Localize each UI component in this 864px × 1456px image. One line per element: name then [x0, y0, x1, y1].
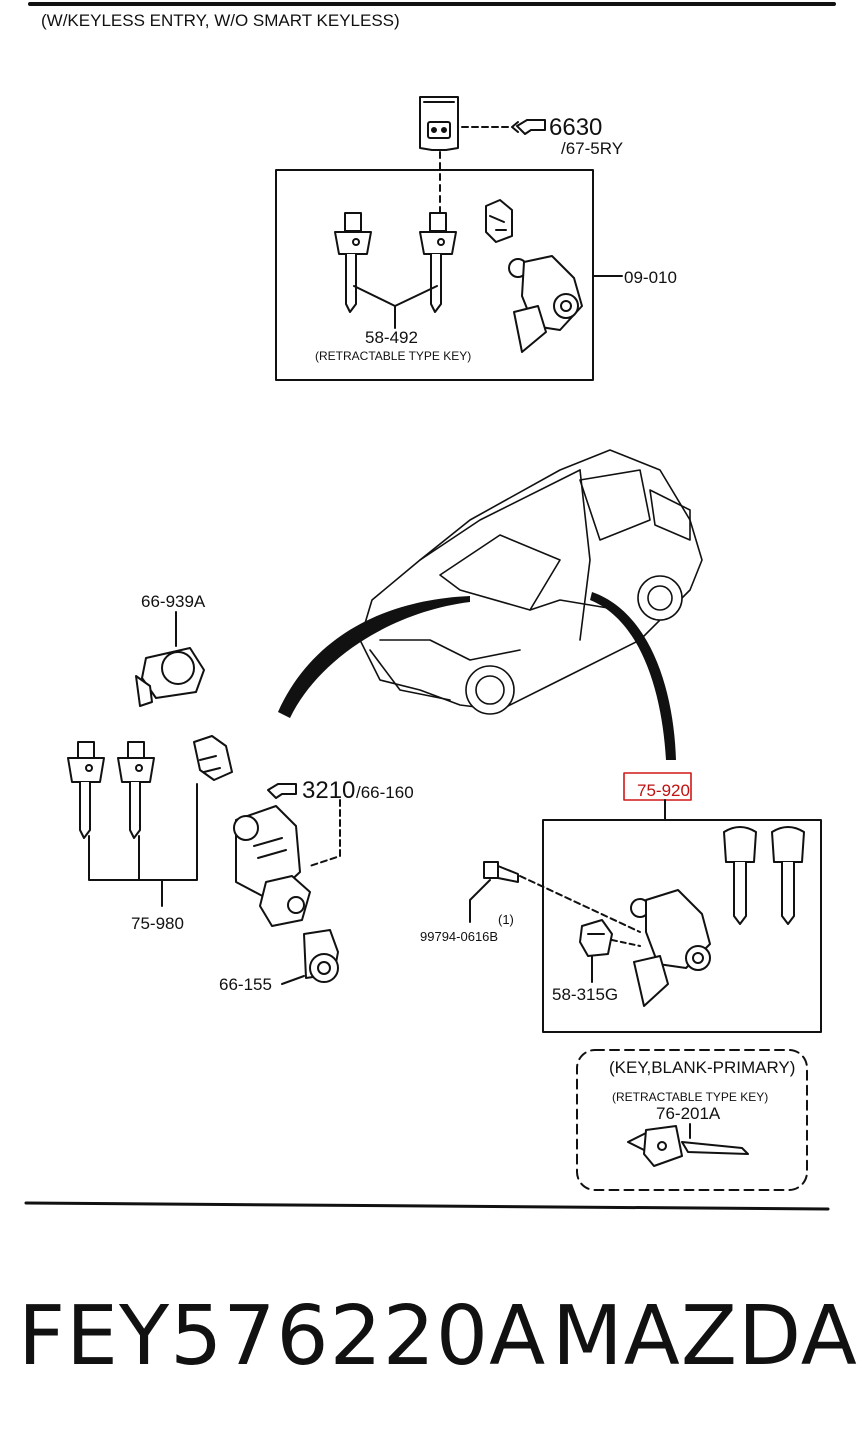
door-lock-kit-box	[542, 819, 822, 1033]
bolt-icon	[483, 861, 519, 883]
key-part-label: 58-492	[365, 328, 418, 347]
key-leader-lines	[353, 285, 438, 329]
retaining-clip-icon	[579, 919, 613, 957]
bolt-qty-label: (1)	[498, 912, 514, 927]
blank-part-label: 76-201A	[656, 1104, 721, 1123]
ignition-ring-icon	[135, 647, 205, 707]
box-part-label: 09-010	[624, 268, 677, 287]
door-callout-arrow	[590, 592, 676, 760]
keys-part-label: 75-980	[131, 914, 184, 933]
blank-key-icon	[771, 826, 805, 925]
vehicle-minivan-icon	[359, 449, 703, 715]
door-switch-icon	[485, 199, 513, 243]
switch-ref-number: 3210	[302, 777, 356, 804]
remote-ref-number: 6630	[549, 114, 603, 141]
footer-brand: MAZDA	[552, 1289, 858, 1384]
steering-lock-switch-icon	[233, 805, 311, 927]
ignition-key-icon	[67, 741, 105, 839]
kit-part-label: 75-920	[637, 781, 690, 800]
bolt-leader	[469, 879, 491, 923]
bolt-dash	[519, 875, 641, 933]
bottom-rule	[24, 1201, 830, 1211]
switch-leader	[309, 799, 341, 867]
keys-leader-lines	[88, 783, 198, 907]
blank-primary-box	[576, 1049, 808, 1191]
door-lock-cylinder-icon	[630, 889, 711, 1007]
pointing-hand-icon	[267, 783, 297, 799]
door-lock-cylinder-icon	[508, 255, 583, 353]
bolt-part-label: 99794-0616B	[420, 929, 499, 944]
cylinder-dash	[611, 939, 641, 947]
cylinder-part-label: 66-155	[219, 975, 272, 994]
retractable-blank-key-icon	[627, 1125, 749, 1167]
blank-key-icon	[723, 826, 757, 925]
switch-ref-sub: /66-160	[356, 783, 414, 802]
remote-ref-sub: /67-5RY	[561, 139, 624, 158]
ignition-key-icon	[117, 741, 155, 839]
variant-header: (W/KEYLESS ENTRY, W/O SMART KEYLESS)	[41, 11, 400, 30]
pointing-hand-icon	[516, 119, 546, 135]
key-switch-bulb-icon	[193, 735, 233, 781]
clip-part-label: 58-315G	[552, 985, 619, 1004]
remote-transmitter-icon	[419, 96, 459, 151]
remote-arrow-icon	[511, 121, 519, 133]
retractable-key-icon	[419, 212, 457, 313]
key-note-label: (RETRACTABLE TYPE KEY)	[315, 349, 472, 363]
ignition-callout-arrow	[278, 596, 470, 718]
footer-part-number: FEY576220A	[18, 1289, 547, 1384]
ring-part-label: 66-939A	[141, 592, 206, 611]
blank-note-label: (RETRACTABLE TYPE KEY)	[612, 1090, 769, 1104]
ignition-cylinder-icon	[303, 929, 339, 983]
cylinder-leader	[281, 975, 305, 985]
retractable-key-icon	[334, 212, 372, 313]
blank-title-label: (KEY,BLANK-PRIMARY)	[609, 1058, 796, 1077]
kit-highlight-box	[623, 772, 692, 801]
